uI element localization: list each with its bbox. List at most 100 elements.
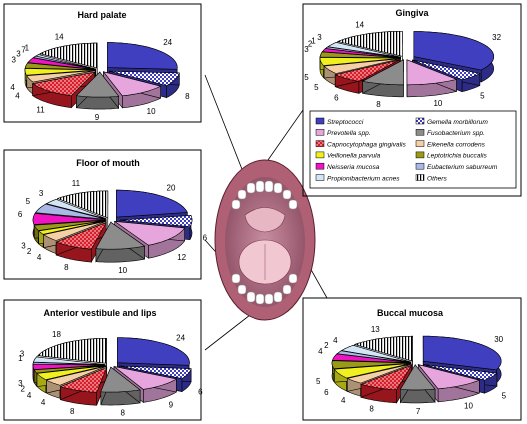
pie-slice: [31, 71, 96, 97]
pie-slice: [33, 365, 106, 374]
panel-box-hard-palate: [3, 3, 202, 123]
pie-slice: [32, 363, 106, 370]
data-label: 3: [317, 33, 322, 42]
pie-slice: [55, 222, 107, 250]
chart-title: Hard palate: [77, 10, 126, 20]
legend-swatch: [415, 129, 425, 136]
data-label: 3: [20, 350, 25, 359]
data-label: 5: [314, 83, 319, 92]
pie-slice: [32, 361, 106, 366]
pie-slice: [35, 203, 106, 220]
pie-slice: [340, 344, 411, 363]
chart-title: Floor of mouth: [76, 158, 139, 168]
data-label: 8: [64, 263, 69, 272]
legend-swatch: [315, 117, 325, 125]
data-label: 5: [502, 391, 507, 400]
data-label: 11: [72, 179, 81, 188]
legend-label: Propionibacterium acnes: [327, 175, 400, 182]
legend-swatch: [315, 129, 325, 136]
pie-slice: [113, 220, 186, 246]
pie-slice: [33, 356, 106, 365]
data-label: 6: [203, 233, 208, 242]
data-label: 4: [41, 398, 46, 407]
legend-label: Capnocytophaga gingivalis: [327, 141, 407, 148]
legend-label: Streptococci: [327, 119, 364, 126]
data-label: 4: [15, 92, 20, 101]
pie-slice: [325, 46, 401, 58]
pie-slice: [107, 42, 178, 70]
pie-slice: [45, 199, 107, 220]
data-label: 7: [21, 46, 26, 55]
data-label: 7: [416, 407, 421, 416]
data-label: 1: [311, 37, 316, 46]
data-label: 24: [176, 334, 185, 343]
data-label: 3: [304, 45, 309, 54]
data-label: 6: [324, 388, 329, 397]
pie-slice: [36, 365, 106, 381]
data-label: 8: [70, 407, 75, 416]
data-label: 5: [26, 197, 31, 206]
pie-slice: [27, 57, 96, 70]
pie-slice: [361, 59, 404, 86]
data-label: 8: [369, 405, 374, 414]
data-label: 2: [308, 40, 313, 49]
pie-slice: [35, 54, 96, 70]
mouth-illustration: [214, 159, 316, 321]
legend-swatch: [315, 174, 325, 181]
legend-swatch: [415, 162, 425, 170]
pie-slice: [417, 364, 481, 390]
data-label: 4: [341, 396, 346, 405]
pie-slice: [413, 31, 495, 71]
data-label: 1: [25, 44, 30, 53]
legend-label: Eubacterium saburreum: [427, 164, 498, 171]
data-label: 10: [118, 266, 127, 275]
chart-title: Anterior vestibule and lips: [43, 308, 156, 318]
data-label: 20: [167, 184, 176, 193]
data-label: 13: [371, 325, 380, 334]
pie-slice: [333, 363, 411, 379]
pie-slice: [346, 363, 412, 384]
pie-slice: [109, 70, 180, 86]
pie-slice: [100, 366, 141, 393]
data-label: 32: [492, 33, 501, 42]
data-label: 14: [355, 21, 364, 30]
data-label: 10: [464, 402, 473, 411]
data-label: 1: [18, 354, 23, 363]
data-label: 4: [318, 347, 323, 356]
pie-slice: [24, 62, 96, 70]
data-label: 4: [27, 391, 32, 400]
pie-slice: [33, 220, 106, 231]
legend-swatch: [415, 174, 425, 181]
pie-slice: [399, 364, 436, 391]
data-label: 9: [95, 113, 100, 122]
data-label: 6: [334, 93, 339, 102]
data-label: 4: [10, 83, 15, 92]
data-label: 10: [433, 99, 442, 108]
pie-slice: [56, 190, 109, 219]
data-label: 3: [11, 56, 16, 65]
pie-slice: [327, 42, 401, 58]
legend-swatch: [415, 151, 425, 159]
data-label: 18: [52, 330, 61, 339]
anterior-vestibule-pie-chart: Anterior vestibule and lips2469884423131…: [18, 308, 203, 418]
legend-swatch: [315, 140, 325, 147]
legend-label: Others: [427, 175, 447, 182]
connector-gingiva: [267, 109, 304, 161]
pie-slice: [117, 337, 190, 366]
pie-slice: [95, 221, 146, 250]
legend-swatch: [315, 151, 325, 159]
data-label: 4: [37, 253, 42, 262]
pie-slice: [59, 366, 108, 393]
data-label: 30: [494, 335, 503, 344]
data-label: 5: [304, 73, 309, 82]
pie-slice: [336, 31, 403, 57]
pie-slice: [45, 365, 107, 386]
chart-title: Buccal mucosa: [377, 308, 444, 318]
data-label: 2: [324, 341, 329, 350]
data-label: 2: [27, 247, 32, 256]
data-label: 3: [21, 241, 26, 250]
